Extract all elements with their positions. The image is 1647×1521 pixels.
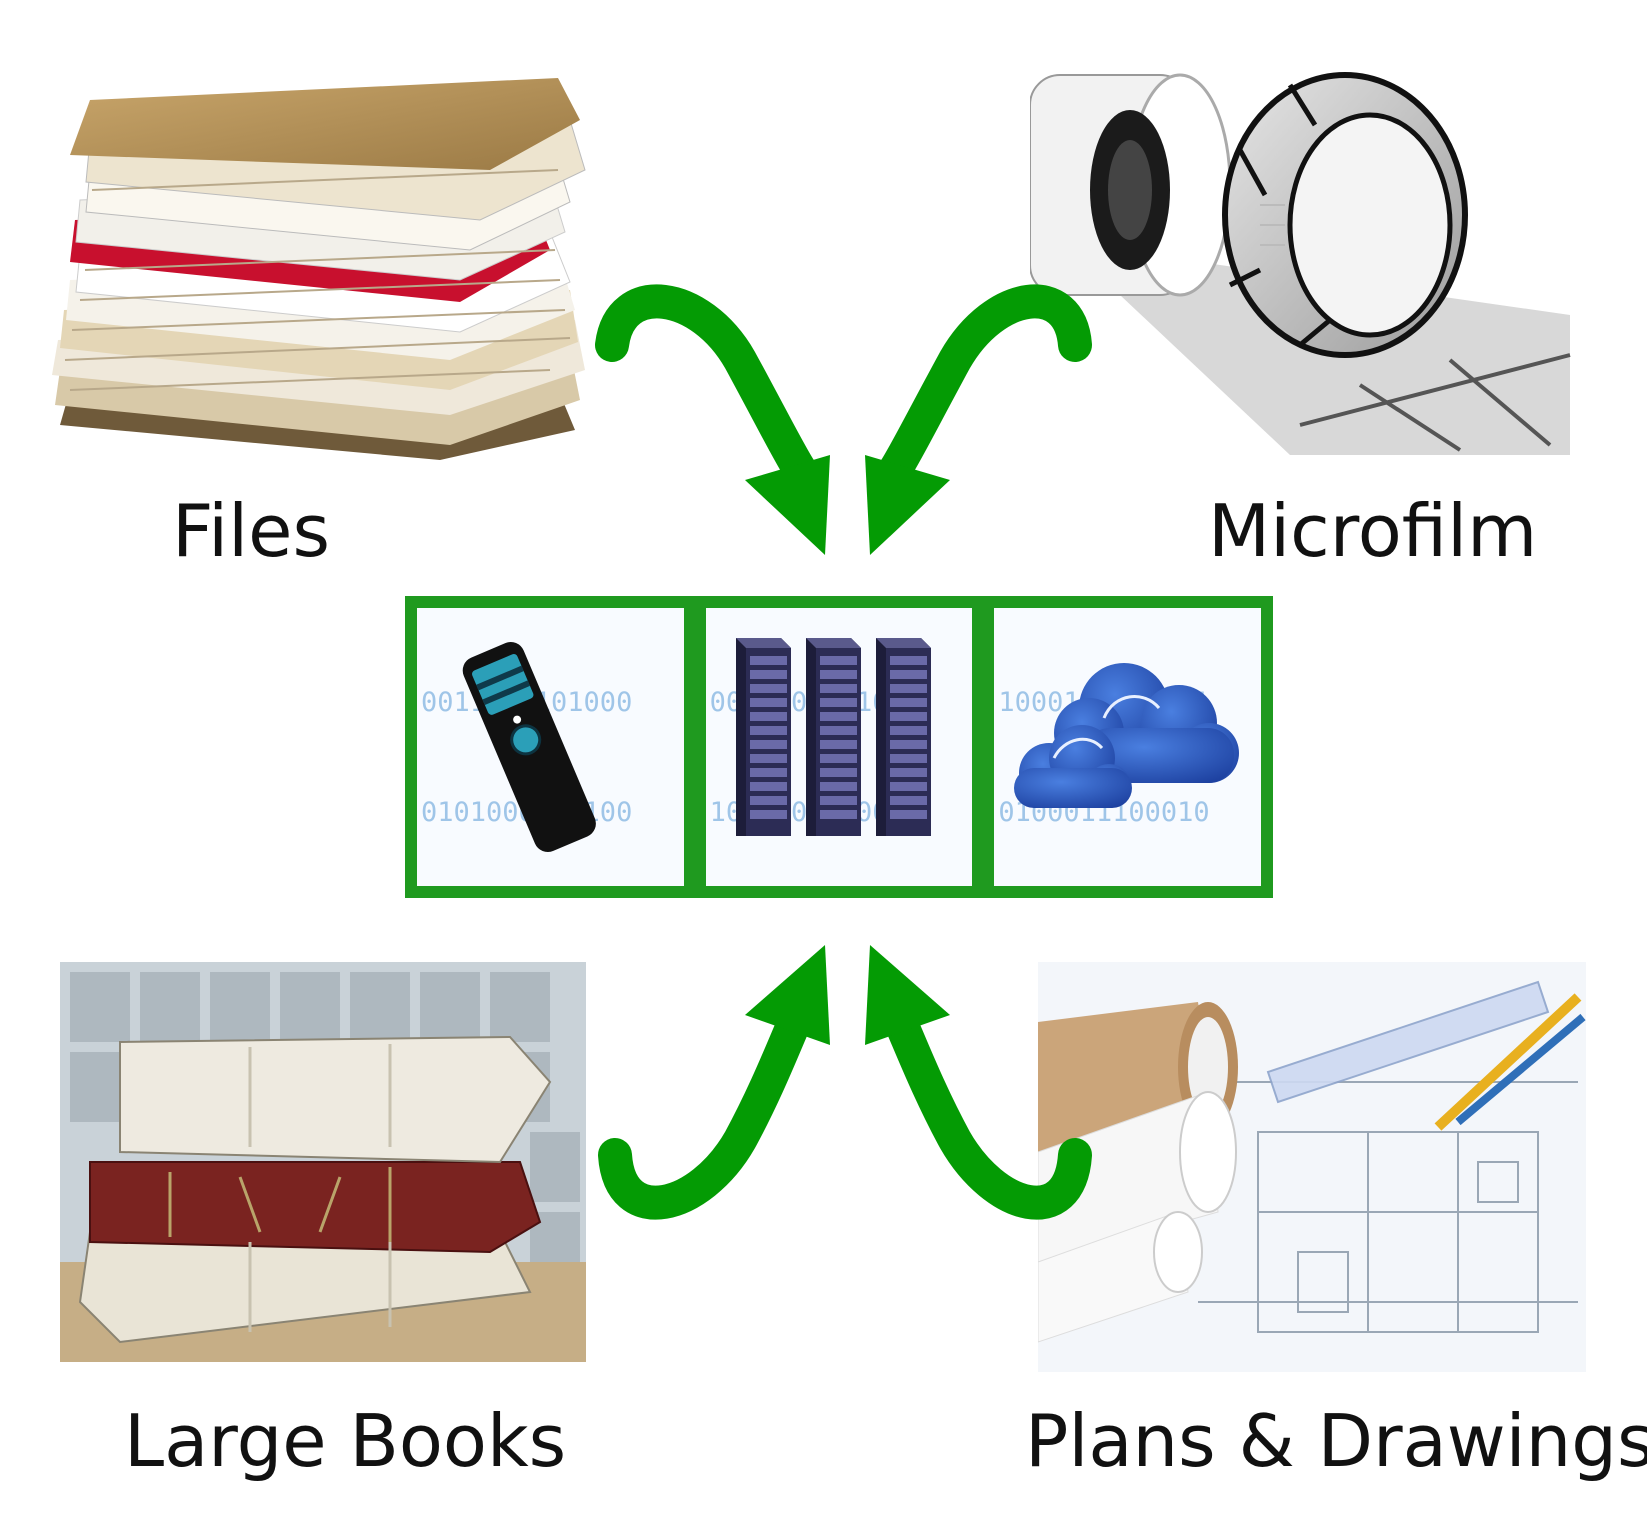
large-books-image (60, 962, 586, 1362)
handheld-scanner-icon (462, 642, 596, 853)
server-racks-icon (735, 638, 931, 836)
arrow-plans-to-center (878, 993, 1092, 1220)
server-panel: 0011100101001 1011100110001 101110010100… (683, 608, 973, 886)
arrowhead-microfilm (865, 455, 950, 555)
microfilm-label: Microfilm (1208, 489, 1538, 573)
plans-drawings-label: Plans & Drawings (1025, 1399, 1647, 1483)
plans-drawings-image (1038, 962, 1586, 1372)
arrow-books-to-center (598, 993, 817, 1220)
files-stack-image (52, 78, 586, 460)
cloud-panel: 1000110101101 0100011100010 000111001010… (972, 608, 1262, 886)
cloud-storage-icon (1014, 663, 1240, 808)
arrowhead-files (745, 455, 830, 555)
digital-storage-box: 0011000101000 0101000001100 010101111000… (405, 596, 1273, 898)
scanner-panel: 0011000101000 0101000001100 010101111000… (417, 608, 684, 886)
large-books-label: Large Books (124, 1399, 567, 1483)
arrow-microfilm-to-center (878, 284, 1092, 487)
arrowhead-books (745, 945, 830, 1045)
files-label: Files (172, 489, 330, 573)
arrow-files-to-center (595, 284, 817, 487)
microfilm-reel-image (1030, 72, 1571, 455)
arrowhead-plans (865, 945, 950, 1045)
